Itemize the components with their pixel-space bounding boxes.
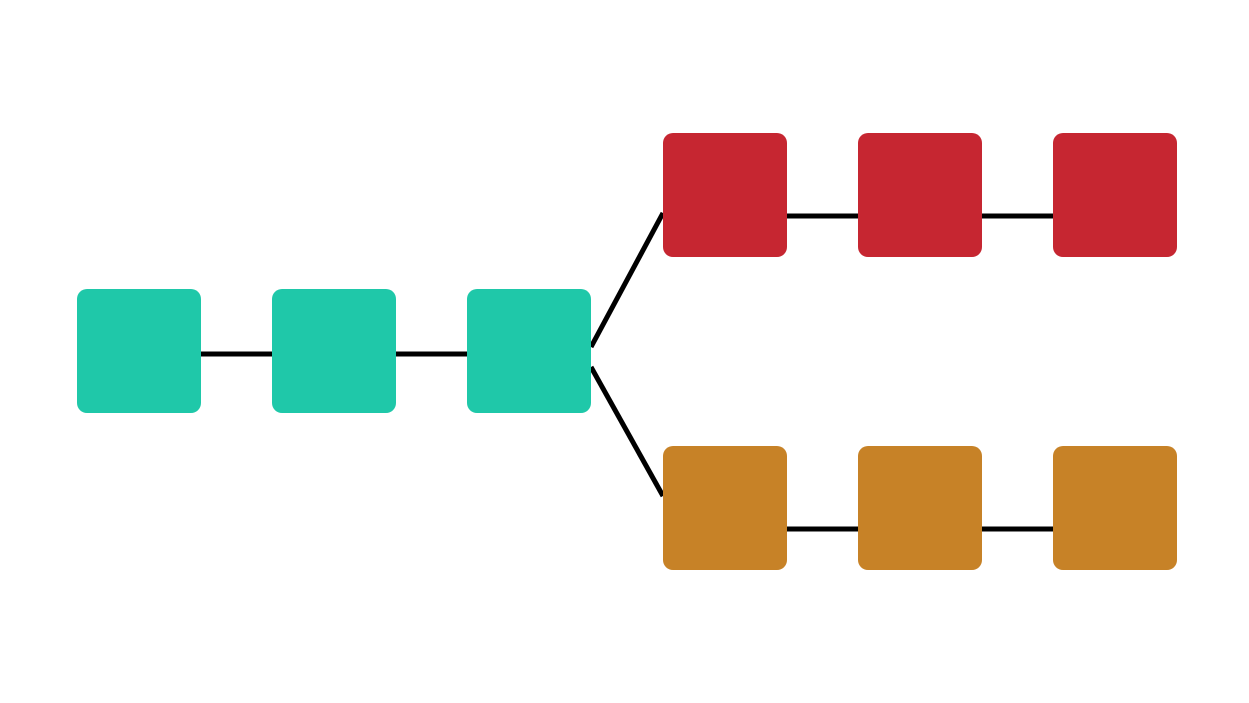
lower-branch-block-3 — [1053, 446, 1177, 570]
upper-branch-block-3 — [1053, 133, 1177, 257]
trunk-block-2 — [272, 289, 396, 413]
lower-branch-block-2 — [858, 446, 982, 570]
upper-branch-link — [588, 211, 666, 349]
trunk-block-1 — [77, 289, 201, 413]
trunk-block-3 — [467, 289, 591, 413]
lower-branch-link — [588, 365, 666, 498]
lower-branch-block-1 — [663, 446, 787, 570]
upper-branch-block-1 — [663, 133, 787, 257]
upper-branch-block-2 — [858, 133, 982, 257]
connectors — [201, 211, 1053, 532]
blocks — [77, 133, 1177, 570]
